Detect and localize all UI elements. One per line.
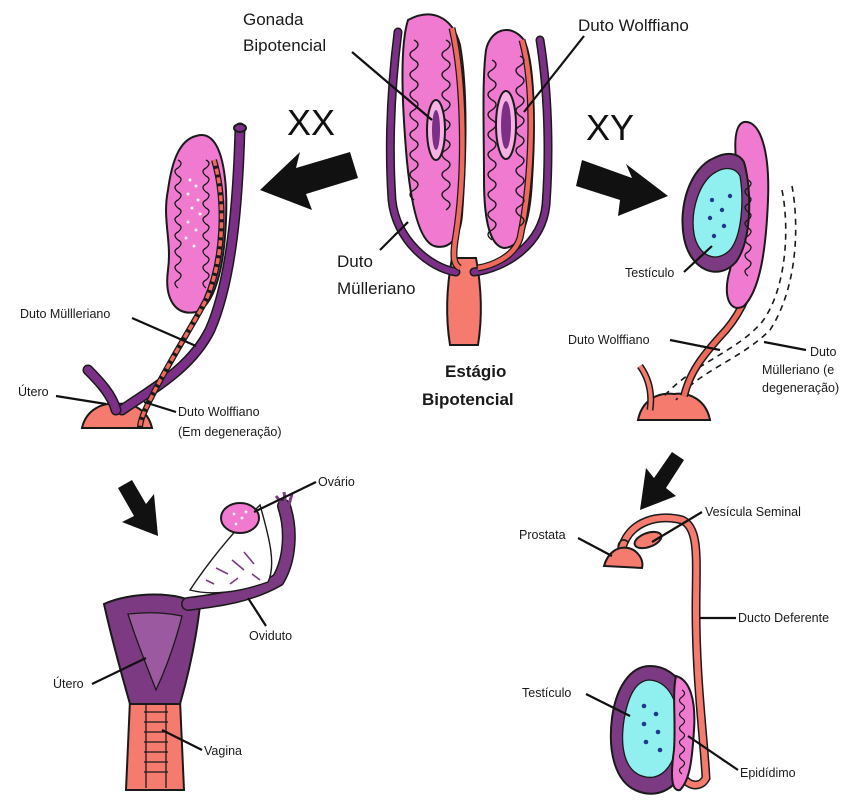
- label-bipotencial: Bipotencial: [243, 36, 326, 55]
- label-duto-wolffiano-top: Duto Wolffiano: [578, 16, 689, 35]
- label-vesicula-seminal: Vesícula Seminal: [705, 505, 801, 519]
- pointer-male-mulleriano: [764, 342, 806, 350]
- label-male-duto-wolffiano: Duto Wolffiano: [568, 333, 650, 347]
- label-ducto-deferente: Ducto Deferente: [738, 611, 829, 625]
- label-gonada: Gonada: [243, 10, 304, 29]
- label-xy: XY: [586, 107, 634, 148]
- label-ovario: Ovário: [318, 475, 355, 489]
- pointer-female-utero: [56, 396, 106, 404]
- label-epididimo: Epidídimo: [740, 766, 796, 780]
- label-mulleriano: Mülleriano: [337, 279, 415, 298]
- label-utero2: Útero: [53, 676, 84, 691]
- label-prostata: Prostata: [519, 528, 566, 542]
- label-xx: XX: [287, 102, 335, 143]
- pointer-prostata: [578, 538, 612, 556]
- label-oviduto: Oviduto: [249, 629, 292, 643]
- label-male-mulleriano-e: Mülleriano (e: [762, 363, 834, 377]
- arrow-to-female: [260, 152, 358, 210]
- label-estagio: Estágio: [445, 362, 506, 381]
- vagina: [126, 700, 184, 790]
- arrow-male-down: [640, 452, 684, 510]
- label-male-duto: Duto: [810, 345, 836, 359]
- label-male-degeneracao: degeneração): [762, 381, 839, 395]
- pointer-epididimo: [688, 736, 738, 770]
- ovary: [221, 503, 259, 533]
- female-early-illustration: [82, 124, 246, 428]
- label-female-duto-mulleriano: Duto Müllleriano: [20, 307, 110, 321]
- pointer-oviduto: [248, 598, 266, 626]
- label-male-testiculo: Testículo: [625, 266, 674, 280]
- seminal-vesicle: [632, 529, 663, 552]
- label-testiculo2: Testículo: [522, 686, 571, 700]
- label-female-em-degeneracao: (Em degeneração): [178, 425, 282, 439]
- prostate: [604, 548, 642, 568]
- pointer-duto-wolffiano-top: [524, 36, 584, 112]
- label-duto: Duto: [337, 252, 373, 271]
- label-female-duto-wolffiano: Duto Wolffiano: [178, 405, 260, 419]
- label-female-utero: Útero: [18, 384, 49, 399]
- label-vagina: Vagina: [204, 744, 242, 758]
- arrow-to-male: [576, 160, 668, 216]
- arrow-female-down: [118, 480, 158, 536]
- label-estagio-bipotencial: Bipotencial: [422, 390, 514, 409]
- male-mature-illustration: [604, 518, 706, 794]
